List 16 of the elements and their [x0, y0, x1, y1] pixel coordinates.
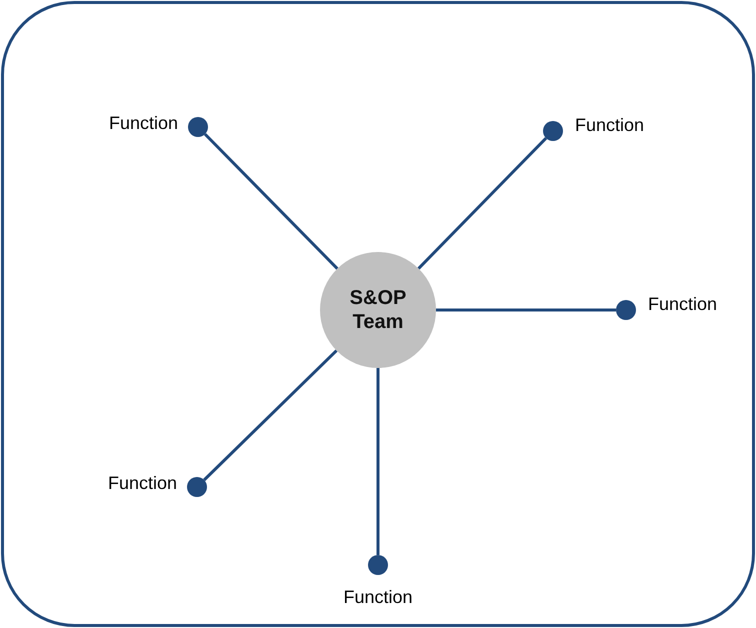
node-label: S&OP Team [348, 286, 408, 334]
function-dot [188, 117, 208, 137]
function-dot [368, 555, 388, 575]
function-dot [187, 477, 207, 497]
connector-line [436, 308, 616, 312]
function-dot [616, 300, 636, 320]
connector-line [376, 368, 380, 555]
function-label: Function [344, 587, 413, 607]
function-label: Function [109, 113, 178, 133]
connector-line [204, 133, 338, 270]
function-label: Function [575, 115, 644, 135]
connector-line [417, 137, 548, 270]
connector-line [203, 349, 338, 482]
function-dot [543, 121, 563, 141]
function-label: Function [108, 473, 178, 493]
function-label: Function [648, 294, 718, 314]
